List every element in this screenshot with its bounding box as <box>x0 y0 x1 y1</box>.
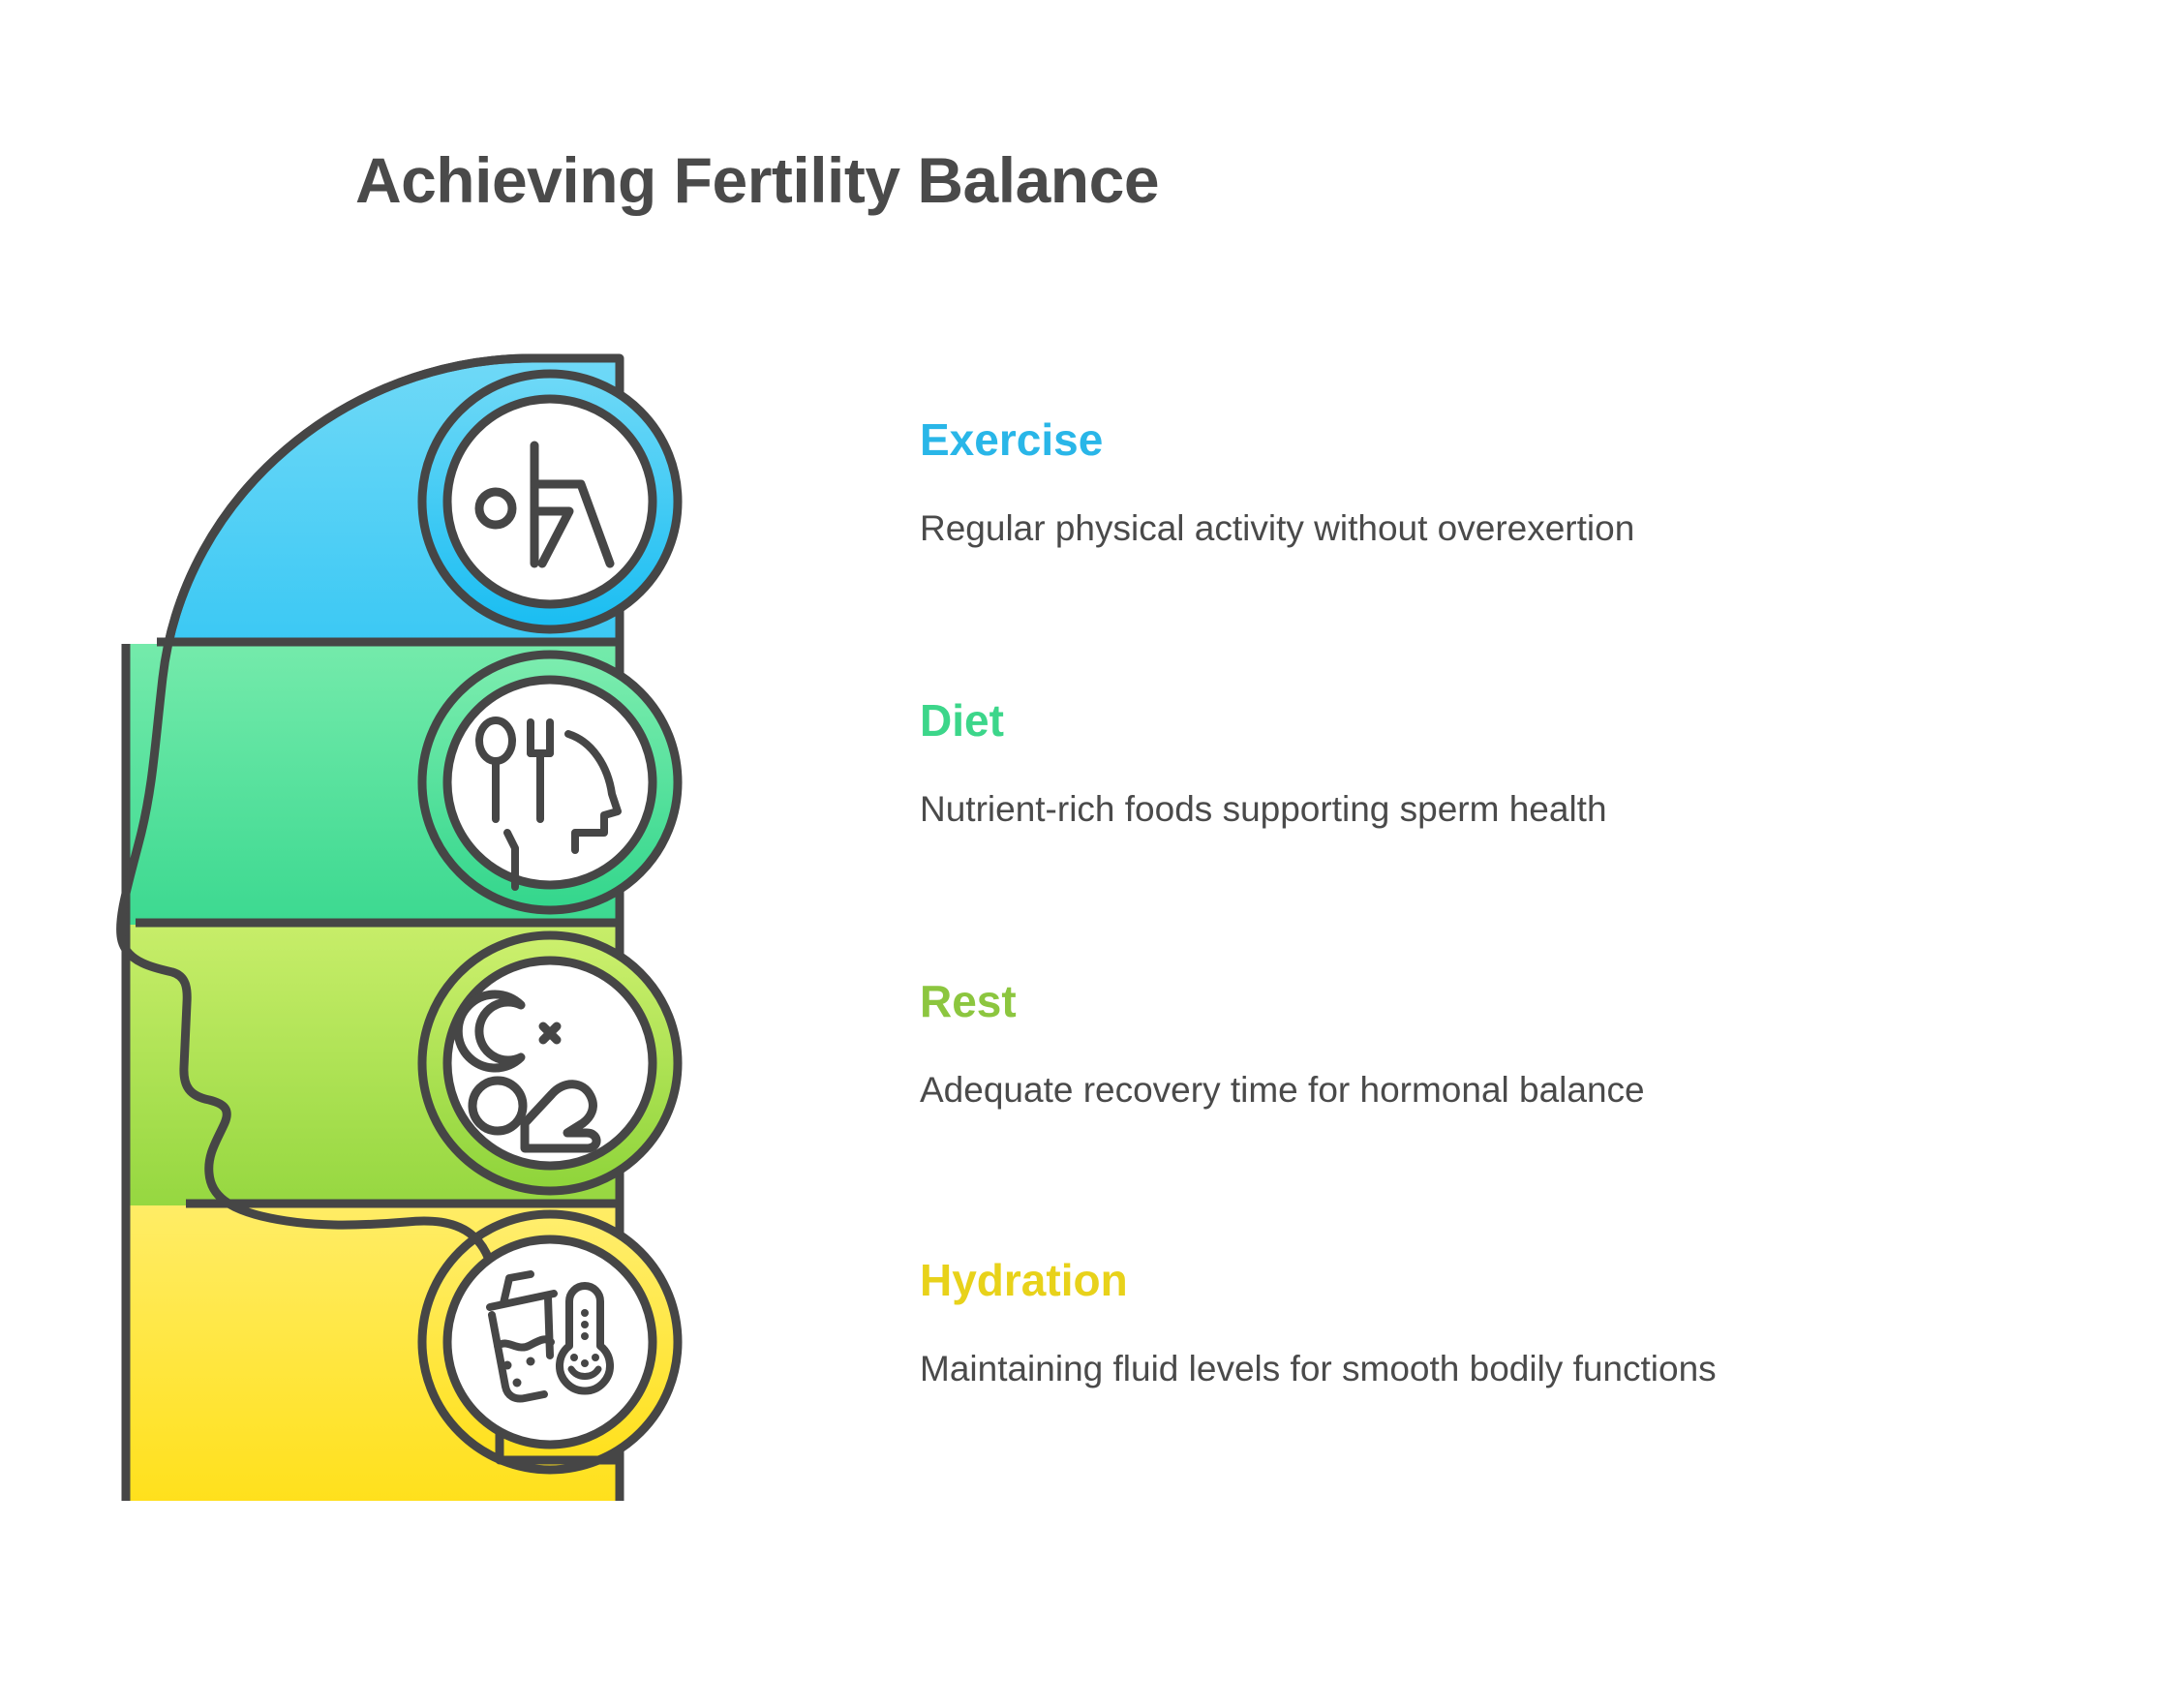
legend-entry-exercise: Exercise Regular physical activity witho… <box>920 416 2033 552</box>
page-title-text: Achieving Fertility Balance <box>354 144 1160 216</box>
moon-sleeping-figure-icon <box>453 990 601 1153</box>
legend-title-rest: Rest <box>920 976 1017 1026</box>
legend-entry-rest: Rest Adequate recovery time for hormonal… <box>920 978 2033 1113</box>
legend-desc-hydration: Maintaining fluid levels for smooth bodi… <box>920 1349 1717 1389</box>
legend-title-exercise: Exercise <box>920 414 1104 465</box>
stretching-figure-icon <box>474 441 615 568</box>
legend-entry-hydration: Hydration Maintaining fluid levels for s… <box>920 1257 2033 1392</box>
head-diagram <box>116 349 891 1501</box>
icon-circle-diet[interactable] <box>442 675 657 891</box>
icon-circle-exercise[interactable] <box>442 394 657 609</box>
legend-entry-diet: Diet Nutrient-rich foods supporting sper… <box>920 697 2033 833</box>
legend-desc-diet: Nutrient-rich foods supporting sperm hea… <box>920 789 1607 830</box>
spoon-fork-head-icon <box>475 717 622 891</box>
icon-circle-hydration[interactable] <box>442 1235 657 1449</box>
legend-title-hydration: Hydration <box>920 1255 1128 1305</box>
drink-thermometer-icon <box>486 1270 614 1403</box>
legend-desc-exercise: Regular physical activity without overex… <box>920 508 1635 549</box>
head-profile-outline <box>116 353 624 1465</box>
page-title: Achieving Fertility Balance <box>0 143 2161 217</box>
icon-circle-rest[interactable] <box>442 956 657 1171</box>
legend-desc-rest: Adequate recovery time for hormonal bala… <box>920 1070 1645 1111</box>
legend-title-diet: Diet <box>920 695 1004 746</box>
